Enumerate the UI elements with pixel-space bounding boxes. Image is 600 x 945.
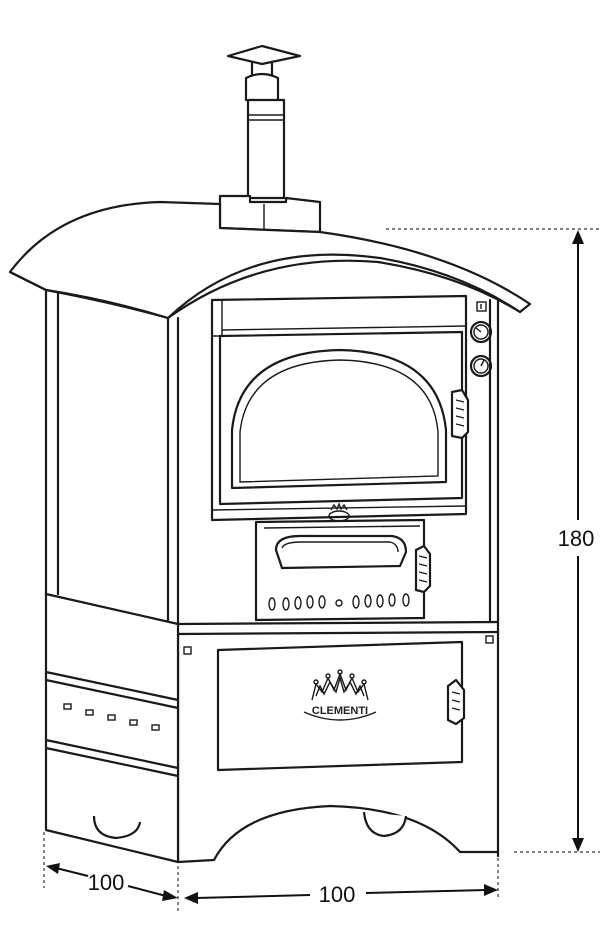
dimension-width: 100 (177, 858, 499, 912)
arrow-down-icon (572, 838, 584, 852)
oven-door-handle[interactable] (450, 388, 470, 440)
wheels (92, 811, 408, 840)
arrow-right-icon (162, 890, 178, 901)
width-label: 100 (319, 882, 356, 907)
arrow-up-icon (572, 230, 584, 244)
dimension-height: 180 (386, 228, 600, 853)
chimney (218, 44, 322, 234)
side-vents (63, 703, 160, 731)
cabinet-door[interactable]: CLEMENTI (216, 640, 466, 772)
switch-icon[interactable] (476, 301, 487, 312)
cabinet-door-handle[interactable] (446, 678, 466, 726)
arrow-left-icon (184, 892, 198, 904)
small-logo-icon (328, 502, 350, 522)
oven-upper (210, 294, 468, 522)
arrow-right-icon (484, 884, 498, 896)
drawer-vents (268, 593, 410, 611)
oven-door[interactable] (218, 330, 470, 506)
thermometer-gauge-icon (469, 320, 493, 344)
depth-label: 100 (88, 870, 125, 895)
drawer-handle[interactable] (414, 544, 432, 594)
clementi-logo-icon: CLEMENTI (303, 669, 377, 721)
firebox-drawer[interactable] (254, 518, 432, 622)
control-panel (469, 301, 493, 378)
pressure-gauge-icon (469, 354, 493, 378)
front-frame (176, 298, 500, 864)
side-panel (44, 288, 180, 864)
height-label: 180 (558, 526, 595, 551)
dimension-depth: 100 (43, 832, 178, 901)
logo-text: CLEMENTI (312, 705, 368, 717)
arrow-left-icon (46, 863, 60, 874)
